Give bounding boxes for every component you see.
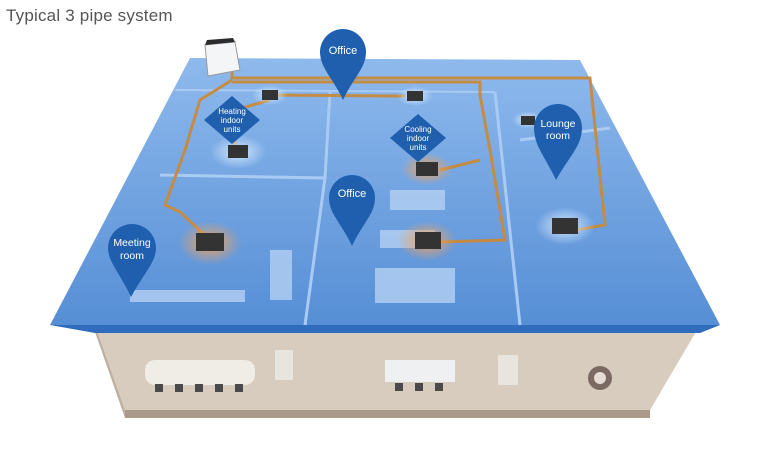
pin-office-center-label: Office: [338, 188, 367, 200]
pin-lounge-room-label-2: room: [546, 130, 570, 142]
heating-label-1: Heating: [218, 107, 246, 116]
page-title: Typical 3 pipe system: [6, 6, 173, 25]
chairs: [155, 383, 443, 392]
pin-office-top-label: Office: [329, 45, 358, 57]
heating-label-3: units: [224, 125, 241, 134]
heating-label-2: indoor: [221, 116, 244, 125]
diamond-cooling-indoor-units: Cooling indoor units: [390, 114, 446, 162]
refrigerant-pipes: [163, 70, 607, 244]
pin-meeting-room-label-2: room: [120, 250, 144, 262]
diamond-heating-indoor-units: Heating indoor units: [204, 96, 260, 144]
indoor-units: [178, 85, 595, 265]
meeting-table: [145, 360, 255, 385]
lower-floor: [95, 325, 700, 418]
pin-office-top: Office: [320, 29, 366, 100]
pin-lounge-room: Lounge room: [534, 104, 582, 180]
cooling-label-3: units: [410, 143, 427, 152]
desks: [385, 360, 455, 382]
cooling-label-2: indoor: [407, 134, 430, 143]
pin-meeting-room-label-1: Meeting: [113, 237, 151, 249]
pin-office-center: Office: [329, 175, 375, 246]
outdoor-unit: [204, 38, 241, 77]
pin-lounge-room-label-1: Lounge: [540, 118, 575, 130]
pin-meeting-room: Meeting room: [108, 224, 156, 297]
cooling-label-1: Cooling: [404, 125, 431, 134]
